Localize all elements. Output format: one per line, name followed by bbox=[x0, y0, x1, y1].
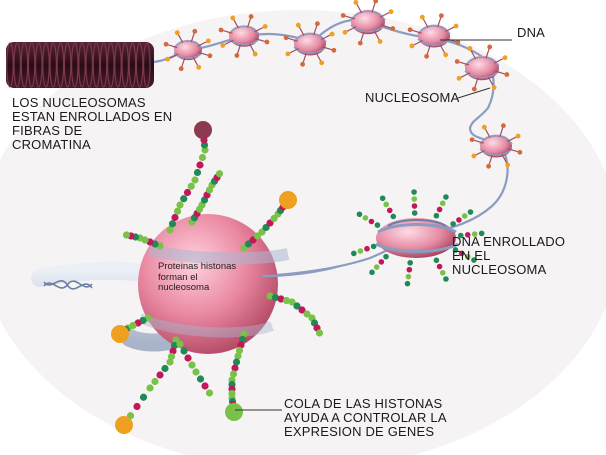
wrapped-dna-label: DNA ENROLLADO EN EL NUCLEOSOMA bbox=[452, 234, 566, 277]
chromatin-fiber-label: LOS NUCLEOSOMAS ESTAN ENROLLADOS EN FIBR… bbox=[12, 95, 173, 152]
small-nucleosomes bbox=[163, 0, 523, 169]
nucleosoma-leader bbox=[457, 87, 491, 99]
nucleosoma-label: NUCLEOSOMA bbox=[365, 90, 460, 105]
histone-tails bbox=[111, 121, 324, 434]
dna-label: DNA bbox=[517, 25, 546, 40]
histone-tail-label: COLA DE LAS HISTONAS AYUDA A CONTROLAR L… bbox=[284, 396, 447, 439]
chromatin-fiber bbox=[6, 42, 154, 88]
histone-core bbox=[31, 214, 341, 354]
wrapped-nucleosome bbox=[351, 189, 485, 287]
histone-proteins-label: Proteinas histonas forman el nucleosoma bbox=[158, 261, 237, 293]
